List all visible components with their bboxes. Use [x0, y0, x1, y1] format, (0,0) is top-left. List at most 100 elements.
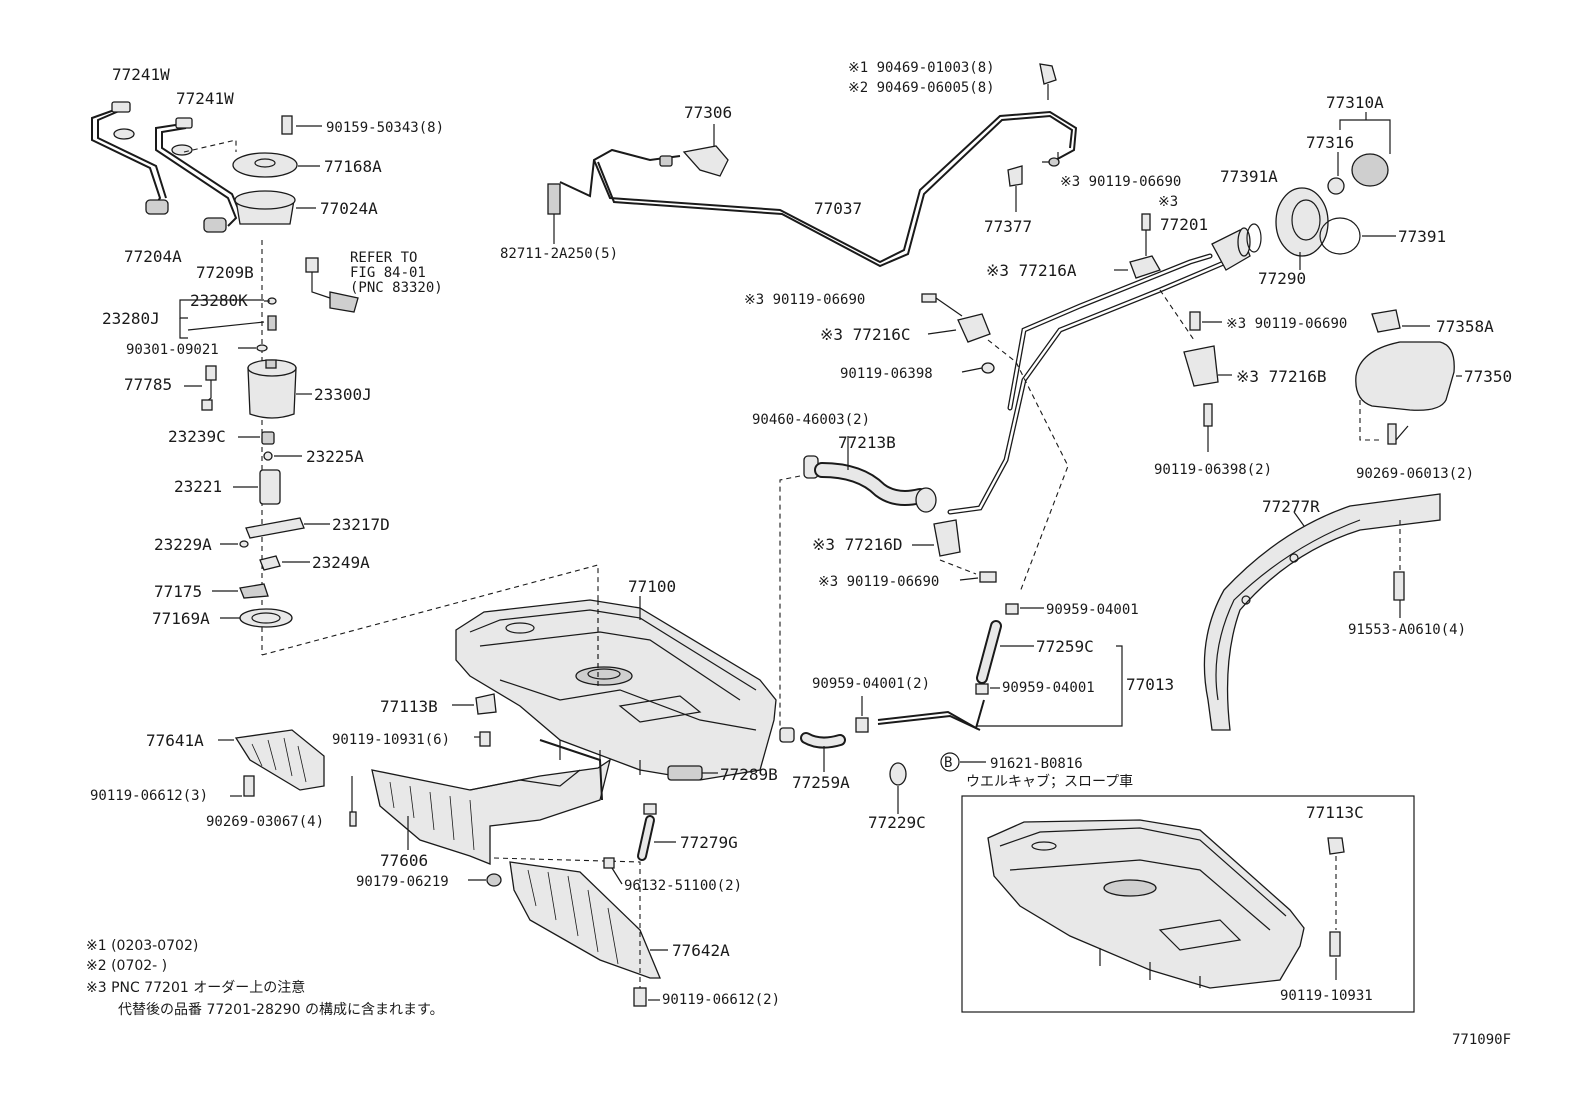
- label-77306: 77306: [684, 103, 732, 122]
- bracket-23249A: [259, 555, 281, 571]
- label-77606: 77606: [380, 851, 428, 870]
- clip-23229A: [239, 540, 249, 548]
- tank-protector-77641A: [234, 729, 325, 791]
- tank-protector-77642A: [509, 861, 661, 979]
- label-refer-2: FIG 84-01: [350, 265, 426, 281]
- fuel-pump-assembly: [91, 101, 599, 690]
- clip-90959-c: [975, 683, 989, 695]
- label-77113B: 77113B: [380, 697, 438, 716]
- pipe-77037-b: [597, 114, 1074, 268]
- cushion-23239C: [261, 431, 275, 445]
- bracket-77216A: [1129, 255, 1161, 279]
- label-90119-06690-d: ※3 90119-06690: [818, 574, 939, 590]
- label-77259A: 77259A: [792, 773, 850, 792]
- hose-assembly: [779, 436, 997, 730]
- bracket-77216D: [933, 519, 961, 557]
- nut-90179: [486, 873, 502, 887]
- bolt-90119-06612-a: [243, 775, 255, 797]
- fuel-lid-77350: [1355, 341, 1455, 411]
- bolt-90119-10931: [479, 731, 491, 747]
- label-90269-06013: 90269-06013(2): [1356, 466, 1474, 482]
- note-1: ※1 (0203-0702): [86, 938, 198, 954]
- label-90119-06690-c: ※3 90119-06690: [1226, 316, 1347, 332]
- bolt-90119-06690-d: [979, 571, 997, 583]
- label-90959-c: 90959-04001: [1002, 680, 1095, 696]
- filler-neck-assembly: [921, 112, 1462, 593]
- clip-96132: [603, 857, 615, 869]
- tube-connector-1: [111, 101, 131, 113]
- label-90119-06690-b: ※3 90119-06690: [744, 292, 865, 308]
- label-welcab: ウエルキャブ；スロープ車: [966, 773, 1133, 790]
- fuel-tube-1b: [97, 107, 167, 199]
- label-77113C: 77113C: [1306, 803, 1364, 822]
- fuel-pump-body-23300J: [247, 367, 297, 419]
- quick-connector-77204A: [145, 199, 169, 215]
- label-91553: 91553-A0610(4): [1348, 622, 1466, 638]
- pad-77113C: [1327, 837, 1345, 855]
- bolt-90159: [281, 115, 293, 135]
- grommet-77229C: [889, 762, 907, 786]
- label-23221: 23221: [174, 477, 222, 496]
- label-77316: 77316: [1306, 133, 1354, 152]
- label-90119-06398-a: 90119-06398: [840, 366, 933, 382]
- label-90119-06398-b: 90119-06398(2): [1154, 462, 1272, 478]
- bolt-90119-06690-b: [921, 293, 937, 303]
- label-77290: 77290: [1258, 269, 1306, 288]
- label-77229C: 77229C: [868, 813, 926, 832]
- pipe-77037: [593, 110, 1078, 264]
- label-90269-03067: 90269-03067(4): [206, 814, 324, 830]
- grommet-23225A: [263, 451, 273, 461]
- fuel-tube-2: [155, 123, 238, 227]
- bracket-77216C: [957, 313, 991, 343]
- o-ring-90301: [256, 344, 268, 352]
- hinge-77358A: [1371, 309, 1401, 333]
- harness-77785: [205, 365, 217, 381]
- fuel-tank-77100: [452, 596, 777, 781]
- clamp-77279G: [643, 803, 657, 815]
- label-90469-2: ※2 90469-06005(8): [848, 80, 995, 96]
- welcab-frame: [961, 795, 1415, 1013]
- diagram-code: 771090F: [1452, 1032, 1511, 1048]
- label-refer-3: (PNC 83320): [350, 280, 443, 296]
- label-77785: 77785: [124, 375, 172, 394]
- label-77391A: 77391A: [1220, 167, 1278, 186]
- gasket-77169A: [239, 608, 293, 628]
- label-90119-10931-6: 90119-10931(6): [332, 732, 450, 748]
- vapor-valve-77306: [682, 145, 729, 177]
- bolt-90119-06398-a: [981, 362, 995, 374]
- clamp-77175: [239, 583, 269, 599]
- label-77169A: 77169A: [152, 609, 210, 628]
- label-77175: 77175: [154, 582, 202, 601]
- clip-1: [113, 128, 135, 140]
- label-circle-b: B: [944, 755, 952, 771]
- label-77391: 77391: [1398, 227, 1446, 246]
- sender-unit: [329, 291, 359, 313]
- label-90959-a: 90959-04001: [1046, 602, 1139, 618]
- wiring-connector: [305, 257, 319, 273]
- tube-connector-2: [175, 117, 193, 129]
- bracket-77216B: [1183, 345, 1219, 387]
- label-23225A: 23225A: [306, 447, 364, 466]
- tank-band-77277R: [1203, 493, 1441, 731]
- label-90119-10931: 90119-10931: [1280, 988, 1373, 1004]
- pad-77113B: [475, 693, 497, 715]
- pipe-77037-start: [559, 148, 681, 198]
- label-refer-1: REFER TO: [350, 250, 417, 266]
- label-77168A: 77168A: [324, 157, 382, 176]
- label-77241W-b: 77241W: [176, 89, 234, 108]
- label-77279G: 77279G: [680, 833, 738, 852]
- pump-opening: [575, 666, 633, 686]
- bolt-90119-06690-a: [1141, 213, 1151, 231]
- label-96132: 96132-51100(2): [624, 878, 742, 894]
- breather-pipe: [877, 699, 985, 730]
- label-91621: 91621-B0816: [990, 756, 1083, 772]
- label-90159: 90159-50343(8): [326, 120, 444, 136]
- gasket-77391: [1319, 217, 1361, 255]
- bolt-90119-06612-b: [633, 987, 647, 1007]
- label-90119-06690-a: ※3 90119-06690: [1060, 174, 1181, 190]
- bolt-91553: [1393, 571, 1405, 601]
- label-note3-mark: ※3: [1158, 194, 1178, 210]
- clamp-90460-b: [915, 487, 937, 513]
- label-77241W-a: 77241W: [112, 65, 170, 84]
